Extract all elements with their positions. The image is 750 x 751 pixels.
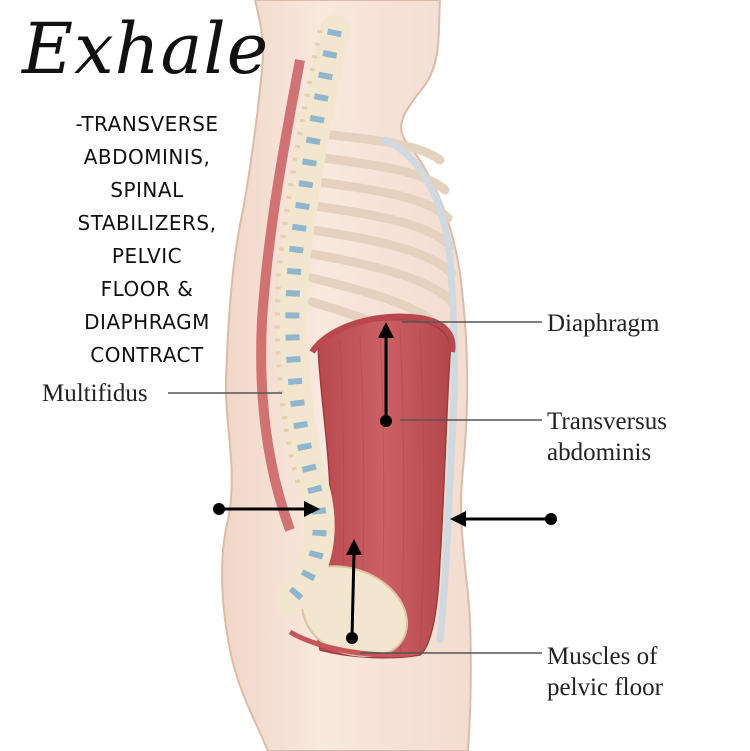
caption-line: STABILIZERS, <box>77 211 217 235</box>
label-diaphragm: Diaphragm <box>547 310 660 337</box>
label-line: pelvic floor <box>547 674 663 701</box>
label-pelvic-floor: Muscles of pelvic floor <box>547 641 663 703</box>
multifidus-muscle <box>256 59 305 532</box>
exhale-title: Exhale <box>22 8 270 90</box>
label-line: abdominis <box>547 439 652 466</box>
caption-line: FLOOR & <box>100 277 194 301</box>
arrow-back-in <box>213 501 320 517</box>
sternum <box>381 136 458 644</box>
arrow-pelvic-floor-up <box>346 539 362 644</box>
caption-line: DIAPHRAGM <box>84 310 210 334</box>
caption-line: PELVIC <box>111 244 183 268</box>
spine <box>274 15 350 615</box>
label-line: Muscles of <box>547 643 658 670</box>
pelvic-floor-muscle <box>288 629 421 658</box>
diaphragm-muscle <box>309 313 456 354</box>
caption-line: SPINAL <box>110 178 184 202</box>
arrow-front-in <box>450 511 557 527</box>
label-transversus-abdominis: Transversus abdominis <box>547 406 667 468</box>
arrow-diaphragm-up <box>378 322 394 427</box>
caption-line: ABDOMINIS, <box>83 145 211 169</box>
caption-block: -TRANSVERSE ABDOMINIS, SPINAL STABILIZER… <box>52 108 242 372</box>
label-line: Transversus <box>547 408 667 435</box>
caption-line: -TRANSVERSE <box>75 112 219 136</box>
leader-lines <box>168 321 542 654</box>
caption-line: CONTRACT <box>90 343 204 367</box>
label-multifidus: Multifidus <box>42 380 148 407</box>
